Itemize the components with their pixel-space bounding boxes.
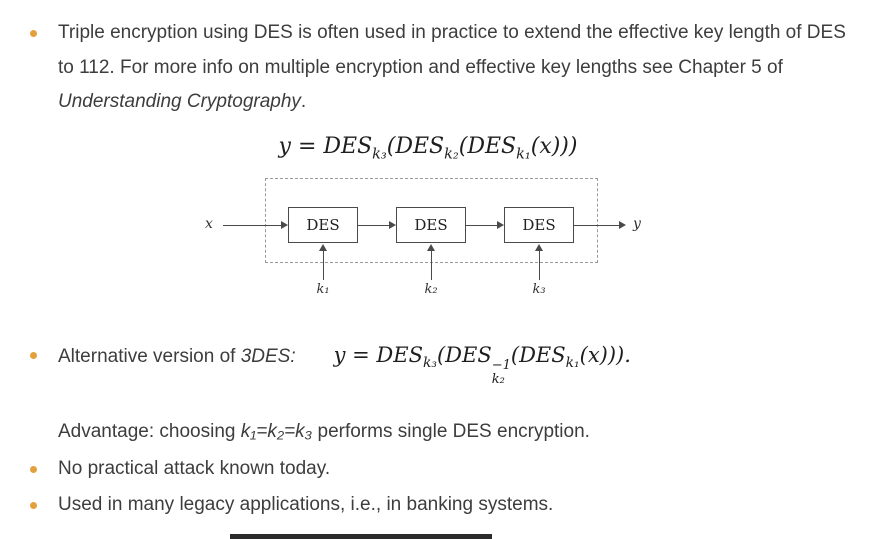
diagram-input-label: x [205, 215, 213, 232]
bullet-icon [30, 30, 37, 37]
formula-subscript: k₃ [423, 355, 437, 372]
formula-text: (x))). [579, 342, 631, 367]
diagram-output-label: y [633, 215, 641, 232]
arrowhead-right-icon [619, 220, 626, 229]
formula-subscript: k₁ [565, 355, 580, 372]
key-label-2: k₂ [424, 281, 438, 297]
key-connector-line [539, 249, 540, 280]
formula-text: (DES [436, 342, 492, 367]
key-equality-expression: k₁=k₂=k₃ [240, 420, 313, 442]
bullet-item-triple-encryption: Triple encryption using DES is often use… [0, 16, 886, 120]
arrowhead-right-icon [281, 220, 288, 229]
formula-text: (DES [386, 133, 445, 159]
des-box-1: DES [288, 206, 358, 243]
connector-line [574, 224, 619, 226]
formula-text: (DES [458, 133, 517, 159]
formula-subscript: k₁ [516, 145, 531, 162]
key-label-1: k₁ [316, 281, 330, 297]
des-box-2-label: DES [414, 215, 448, 234]
arrowhead-right-icon [389, 220, 396, 229]
bullet-1-text: Triple encryption using DES is often use… [58, 16, 846, 120]
arrowhead-up-icon [427, 243, 435, 251]
des-box-3-label: DES [522, 215, 556, 234]
bullet-3-text: No practical attack known today. [58, 457, 331, 479]
arrowhead-right-icon [497, 220, 504, 229]
advantage-prefix: Advantage: choosing [58, 420, 241, 442]
triple-des-diagram: x DES DES DES y k₁ k₂ k₃ [195, 177, 675, 306]
key-label-3: k₃ [532, 281, 546, 297]
advantage-note: Advantage: choosing k₁=k₂=k₃ performs si… [0, 420, 886, 444]
bullet-item-legacy-applications: Used in many legacy applications, i.e., … [0, 493, 886, 517]
key-connector-line [431, 249, 432, 280]
triple-des-formula: y = DESk₃(DESk₂(DESk₁(x))) [278, 133, 578, 162]
bullet-1-main: Triple encryption using DES is often use… [58, 22, 846, 78]
bullet-icon [30, 465, 37, 473]
des-box-1-label: DES [306, 215, 340, 234]
arrowhead-up-icon [535, 243, 543, 251]
formula-text: y = DES [333, 342, 423, 367]
bullet-2-emphasis: 3DES: [240, 345, 296, 367]
arrowhead-up-icon [319, 243, 327, 251]
bullet-4-text: Used in many legacy applications, i.e., … [58, 493, 554, 515]
book-title: Understanding Cryptography [58, 91, 301, 112]
bullet-item-alternative-3des: Alternative version of 3DES:y = DESk₃(DE… [0, 340, 886, 388]
bullet-1-period: . [300, 91, 307, 112]
bullet-icon [30, 351, 37, 359]
connector-line [358, 224, 389, 226]
bullet-icon [30, 501, 37, 509]
connector-line [223, 224, 281, 226]
des-box-2: DES [396, 206, 466, 243]
bullet-2-prefix: Alternative version of [58, 345, 241, 367]
advantage-suffix: performs single DES encryption. [312, 420, 590, 442]
formula-subscript: k₃ [372, 145, 387, 162]
formula-1-row: y = DESk₃(DESk₂(DESk₁(x))) [0, 134, 886, 162]
formula-text: (x))) [530, 133, 578, 159]
key-connector-line [323, 249, 324, 280]
formula-subscript: k₂ [491, 372, 505, 388]
formula-superscript: −1 [491, 358, 511, 374]
bullet-2-text: Alternative version of 3DES:y = DESk₃(DE… [58, 340, 631, 388]
connector-line [466, 224, 497, 226]
footer-bar [230, 534, 492, 539]
formula-subscript: k₂ [444, 145, 459, 162]
formula-text: y = DES [278, 133, 373, 159]
formula-text: (DES [510, 342, 566, 367]
des-box-3: DES [504, 206, 574, 243]
bullet-item-no-attack: No practical attack known today. [0, 457, 886, 481]
